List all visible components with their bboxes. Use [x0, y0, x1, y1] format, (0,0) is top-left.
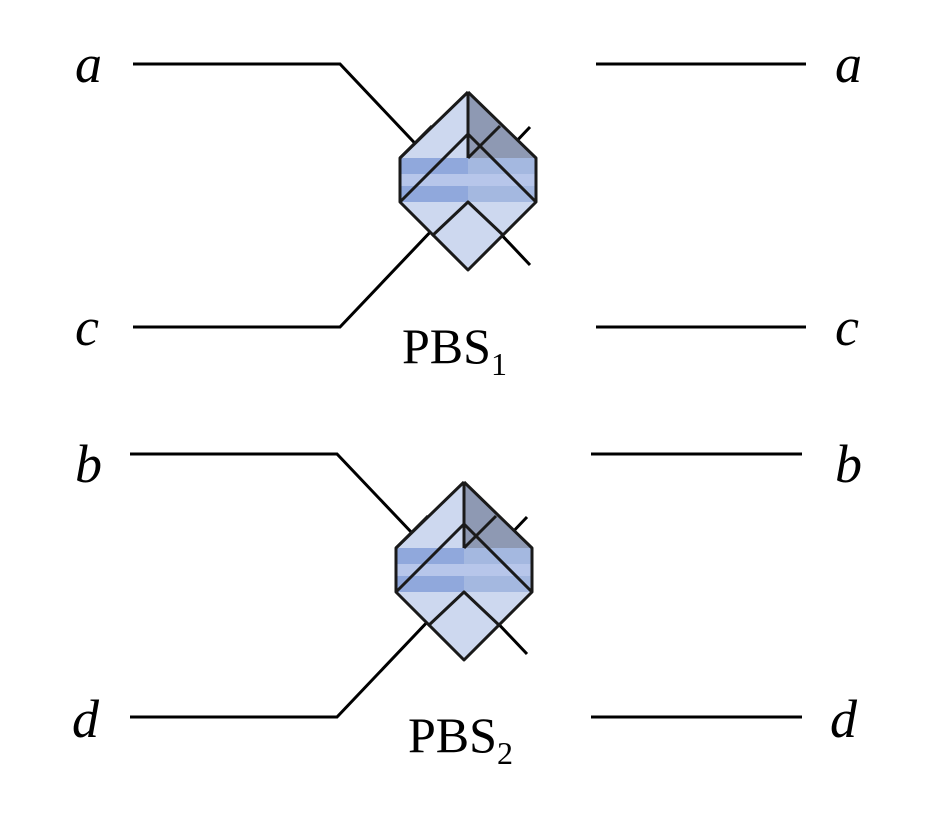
pbs-2-label-subscript: 2 [497, 735, 513, 771]
pbs-2-cube-inner-edge [394, 514, 430, 550]
pbs-2-label: PBS2 [408, 707, 513, 771]
pbs-2-cube [394, 480, 534, 662]
pbs-2-label-main: PBS [408, 707, 497, 763]
pbs-2-port-bottom-right: d [830, 689, 858, 749]
pbs-1-port-bottom-right: c [835, 297, 859, 357]
pbs-1-port-bottom-left: c [75, 297, 99, 357]
pbs-2-cube-bottom-face [396, 592, 532, 660]
pbs-1-cube-bottom-face [400, 202, 536, 270]
pbs-2-cube-band-highlight [396, 564, 532, 576]
pbs-1-cube-inner-edge [398, 124, 434, 160]
pbs-1-cube-diag-a [398, 132, 538, 204]
pbs-2-group: b b d d PBS2 [72, 434, 862, 771]
pbs-1-port-top-right: a [835, 34, 862, 94]
pbs-1-cube-band-highlight [400, 174, 536, 186]
pbs-1-cube-diag-b [430, 200, 506, 238]
pbs-1-port-top-left: a [75, 34, 102, 94]
pbs-2-cube-cross-edge [462, 514, 498, 550]
pbs-2-cube-diag-a [394, 522, 534, 594]
pbs-2-port-bottom-left: d [72, 689, 100, 749]
pbs-1-label-main: PBS [402, 318, 491, 374]
pbs-2-cube-diag-b [426, 590, 502, 628]
pbs-1-label-subscript: 1 [491, 346, 507, 382]
pbs-2-port-top-left: b [75, 434, 102, 494]
pbs-1-cube [398, 90, 538, 272]
pbs-1-cube-cross-edge [466, 124, 502, 160]
pbs-1-group: a a c c PBS1 [75, 34, 862, 382]
pbs-1-label: PBS1 [402, 318, 507, 382]
pbs-2-port-top-right: b [835, 434, 862, 494]
